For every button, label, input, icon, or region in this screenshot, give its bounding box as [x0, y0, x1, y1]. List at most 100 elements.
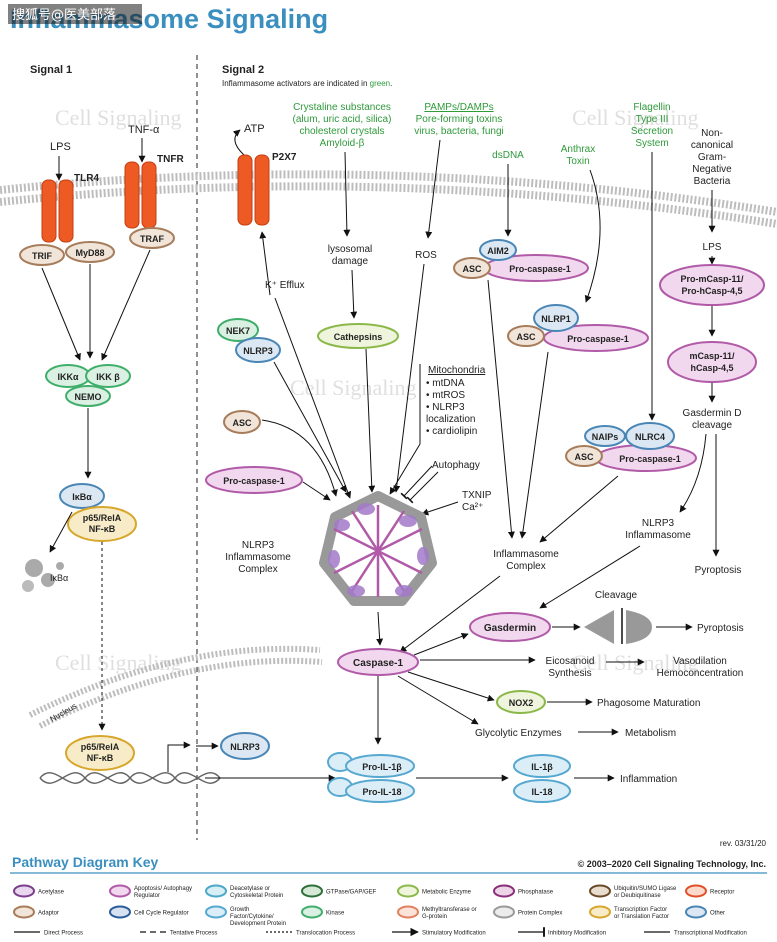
tlr4-label: TLR4	[74, 173, 99, 184]
pyroptosis-label: Pyroptosis	[697, 623, 744, 634]
svg-text:NLRC4: NLRC4	[635, 432, 665, 442]
svg-text:(alum, uric acid, silica): (alum, uric acid, silica)	[293, 114, 392, 125]
il1b-node[interactable]: IL-1β	[513, 754, 571, 778]
svg-text:Gasdermin: Gasdermin	[484, 623, 536, 634]
mitochondria-box: Mitochondria • mtDNA • mtROS • NLRP3 loc…	[419, 364, 486, 444]
myd88-node[interactable]: MyD88	[65, 241, 115, 263]
svg-text:Pro-caspase-1: Pro-caspase-1	[567, 334, 629, 344]
trif-node[interactable]: TRIF	[19, 244, 65, 266]
ikkb-label: IKK β	[96, 372, 120, 382]
legend-swatch	[109, 905, 131, 919]
cleavage-label: Cleavage	[595, 590, 638, 601]
copyright: © 2003–2020 Cell Signaling Technology, I…	[578, 859, 766, 869]
eicosanoid-label-1: Eicosanoid	[546, 656, 595, 667]
anthrax-label-1: Anthrax	[561, 144, 595, 155]
process-label: Stimulatory Modification	[422, 931, 486, 937]
signal2-subtitle: Inflammasome activators are indicated in…	[222, 79, 392, 88]
nlrp3-transcribed-node[interactable]: NLRP3	[220, 732, 270, 760]
legend-swatch	[205, 884, 227, 898]
il18-node[interactable]: IL-18	[513, 779, 571, 803]
svg-text:Pore-forming toxins: Pore-forming toxins	[416, 114, 503, 125]
legend-label: Metabolic Enzyme	[422, 890, 472, 896]
dna-helix-icon	[39, 772, 221, 784]
svg-text:• mtROS: • mtROS	[426, 390, 465, 401]
svg-text:mCasp-11/: mCasp-11/	[689, 351, 735, 361]
svg-text:Pro-caspase-1: Pro-caspase-1	[619, 454, 681, 464]
svg-text:Cathepsins: Cathepsins	[334, 332, 383, 342]
legend-label: Phosphatase	[518, 890, 554, 896]
svg-text:localization: localization	[426, 414, 475, 425]
traf-node[interactable]: TRAF	[129, 227, 175, 249]
watermark-text: Cell Signaling	[55, 650, 182, 675]
nlrp3-inflammasome-label-2: Inflammasome	[625, 530, 691, 541]
svg-text:IL-1β: IL-1β	[531, 762, 553, 772]
p2x7-receptor[interactable]	[237, 154, 270, 226]
pro-il18-node[interactable]: Pro-IL-18	[327, 777, 415, 803]
svg-text:Negative: Negative	[692, 164, 732, 175]
legend-label: Cell Cycle Regulator	[134, 911, 189, 917]
aim2-inflammasome[interactable]: Pro-caspase-1 AIM2 ASC	[453, 239, 589, 282]
pro-il1b-node[interactable]: Pro-IL-1β	[327, 752, 415, 778]
svg-text:Secretion: Secretion	[631, 126, 673, 137]
watermark-text: Cell Signaling	[290, 375, 417, 400]
svg-text:cholesterol crystals: cholesterol crystals	[299, 126, 384, 137]
nlrp3-inflammasome-complex-icon[interactable]	[319, 491, 437, 606]
mcasp11-node[interactable]: mCasp-11/ hCasp-4,5	[667, 341, 757, 383]
svg-text:NLRP1: NLRP1	[541, 314, 571, 324]
nek7-nlrp3-complex[interactable]: NEK7 NLRP3	[217, 318, 281, 363]
nlrp1-inflammasome[interactable]: Pro-caspase-1 NLRP1 ASC	[507, 304, 649, 352]
asc-node[interactable]: ASC	[223, 410, 261, 434]
ikba-node[interactable]: IκBα	[59, 483, 105, 509]
nlrc4-inflammasome[interactable]: Pro-caspase-1 NAIPs NLRC4 ASC	[565, 422, 697, 472]
gasdermin-cleavage-icon	[584, 608, 652, 644]
svg-text:ASC: ASC	[516, 332, 536, 342]
svg-text:canonical: canonical	[691, 140, 733, 151]
svg-text:NAIPs: NAIPs	[592, 432, 619, 442]
svg-text:Amyloid-β: Amyloid-β	[320, 138, 365, 149]
nlrp3-complex-label-3: Complex	[238, 564, 277, 575]
metabolism-label: Metabolism	[625, 728, 676, 739]
svg-text:Flagellin: Flagellin	[633, 102, 670, 113]
legend-label: GTPase/GAP/GEF	[326, 890, 377, 896]
lysosomal-label-2: damage	[332, 256, 369, 267]
nox2-node[interactable]: NOX2	[496, 690, 546, 714]
tnfr-receptor[interactable]	[124, 161, 157, 229]
cell-membrane	[0, 170, 777, 228]
legend-label: Kinase	[326, 911, 345, 917]
nlrp3-complex-label-2: Inflammasome	[225, 552, 291, 563]
svg-text:Crystaline substances: Crystaline substances	[293, 102, 391, 113]
key-title: Pathway Diagram Key	[12, 854, 158, 870]
legend-label: Protein Complex	[518, 911, 562, 917]
caspase-1-node[interactable]: Caspase-1	[337, 648, 419, 676]
cathepsins-node[interactable]: Cathepsins	[317, 323, 399, 349]
watermark-tag: 搜狐号@医美部落	[12, 8, 116, 23]
svg-text:Pro-caspase-1: Pro-caspase-1	[223, 476, 285, 486]
nlrp3-inflammasome-label-1: NLRP3	[642, 518, 675, 529]
svg-text:Bacteria: Bacteria	[694, 176, 731, 187]
ikk-complex[interactable]: IKKα IKK β NEMO	[45, 364, 131, 407]
tlr4-receptor[interactable]	[41, 179, 74, 243]
gasdermin-node[interactable]: Gasdermin	[469, 612, 551, 642]
ros-label: ROS	[415, 250, 437, 261]
legend-swatch	[301, 884, 323, 898]
legend-label: Adaptor	[38, 911, 59, 917]
svg-text:hCasp-4,5: hCasp-4,5	[690, 363, 733, 373]
lps-label: LPS	[50, 141, 71, 153]
pro-caspase-1-node[interactable]: Pro-caspase-1	[205, 466, 303, 494]
autophagy-label: Autophagy	[432, 460, 480, 471]
signal1-title: Signal 1	[30, 64, 72, 76]
legend-swatch	[685, 884, 707, 898]
ikba-degraded-icon: IκBα	[22, 559, 68, 592]
vasodilation-label-2: Hemoconcentration	[657, 668, 744, 679]
pro-mcasp11-node[interactable]: Pro-mCasp-11/ Pro-hCasp-4,5	[659, 264, 765, 306]
gasdermin-d-label-1: Gasdermin D	[683, 408, 742, 419]
process-label: Translocation Process	[296, 931, 355, 937]
svg-text:IκBα: IκBα	[72, 492, 92, 502]
svg-text:Pro-IL-1β: Pro-IL-1β	[362, 762, 402, 772]
